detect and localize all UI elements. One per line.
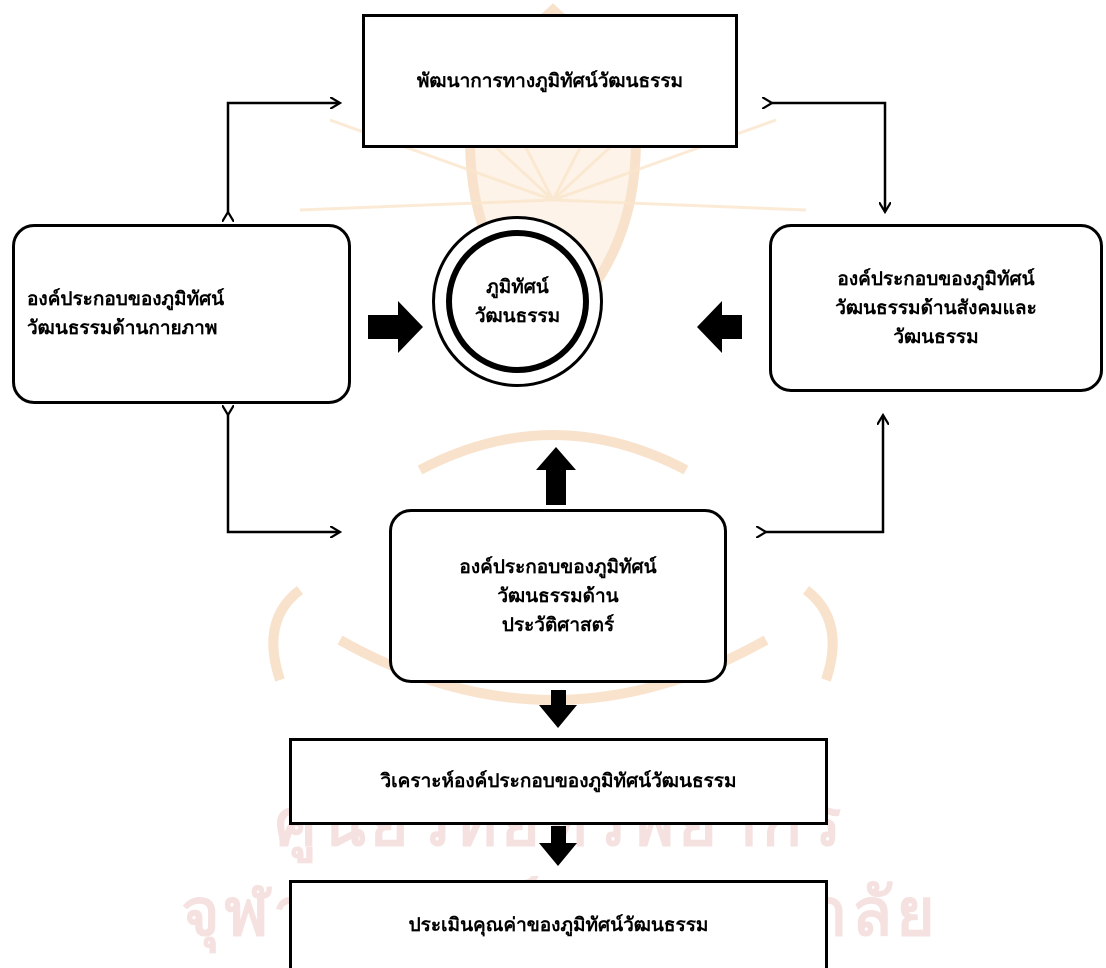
social-cultural-components-label: องค์ประกอบของภูมิทัศน์ วัฒนธรรมด้านสังคม… <box>835 267 1037 348</box>
social-cultural-components-box: องค์ประกอบของภูมิทัศน์ วัฒนธรรมด้านสังคม… <box>769 224 1103 392</box>
block-arrow-down-1 <box>539 690 577 728</box>
cultural-landscape-label: ภูมิทัศน์ วัฒนธรรม <box>474 275 561 327</box>
arrow-bottom-right <box>766 415 883 532</box>
evaluation-box: ประเมินคุณค่าของภูมิทัศน์วัฒนธรรม <box>289 880 828 968</box>
block-arrow-up <box>536 447 576 505</box>
block-arrow-right <box>368 301 423 353</box>
historical-development-label: พัฒนาการทางภูมิทัศน์วัฒนธรรม <box>416 69 684 92</box>
historical-components-box: องค์ประกอบของภูมิทัศน์ วัฒนธรรมด้าน ประว… <box>389 509 727 683</box>
historical-components-label: องค์ประกอบของภูมิทัศน์ วัฒนธรรมด้าน ประว… <box>459 555 657 636</box>
analysis-box: วิเคราะห์องค์ประกอบของภูมิทัศน์วัฒนธรรม <box>289 738 828 825</box>
block-arrow-down-2 <box>539 826 577 866</box>
historical-development-box: พัฒนาการทางภูมิทัศน์วัฒนธรรม <box>362 14 738 148</box>
arrow-bottom-left <box>228 415 340 532</box>
arrow-top-right <box>772 103 885 212</box>
block-arrow-left <box>697 301 742 353</box>
physical-components-label: องค์ประกอบของภูมิทัศน์ วัฒนธรรมด้านกายภา… <box>27 288 225 339</box>
evaluation-label: ประเมินคุณค่าของภูมิทัศน์วัฒนธรรม <box>408 914 709 936</box>
arrow-top-left <box>228 103 340 212</box>
physical-components-box: องค์ประกอบของภูมิทัศน์ วัฒนธรรมด้านกายภา… <box>12 224 351 404</box>
analysis-label: วิเคราะห์องค์ประกอบของภูมิทัศน์วัฒนธรรม <box>380 770 737 792</box>
cultural-landscape-center: ภูมิทัศน์ วัฒนธรรม <box>446 230 589 373</box>
